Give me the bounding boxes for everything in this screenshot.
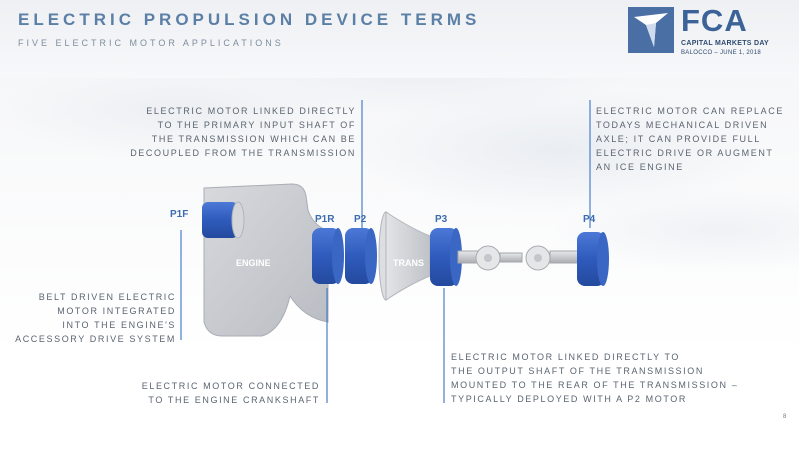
p3-motor — [430, 228, 462, 286]
note-p1f: BELT DRIVEN ELECTRIC MOTOR INTEGRATED IN… — [15, 292, 176, 344]
callout-lines — [180, 100, 591, 403]
logo-event: CAPITAL MARKETS DAY — [681, 40, 770, 47]
p4-motor — [577, 232, 609, 286]
drive-shaft — [457, 245, 579, 271]
p1r-motor — [312, 228, 344, 284]
logo-location-date: BALOCCO – JUNE 1, 2018 — [681, 50, 761, 56]
page-title: ELECTRIC PROPULSION DEVICE TERMS — [18, 10, 481, 29]
page-subtitle: FIVE ELECTRIC MOTOR APPLICATIONS — [18, 38, 284, 48]
label-p2: P2 — [354, 214, 367, 225]
label-engine: ENGINE — [236, 258, 271, 268]
fca-logo-icon — [628, 7, 674, 53]
p1f-motor — [202, 201, 245, 239]
note-p1r: ELECTRIC MOTOR CONNECTED TO THE ENGINE C… — [141, 381, 320, 405]
transmission-housing — [378, 211, 431, 301]
logo-brand: FCA — [681, 3, 748, 38]
label-p1f: P1F — [170, 209, 189, 220]
label-p3: P3 — [435, 214, 448, 225]
page-number: 8 — [783, 414, 787, 420]
note-p1r-p2: ELECTRIC MOTOR LINKED DIRECTLY TO THE PR… — [130, 106, 356, 158]
label-p1r: P1R — [315, 214, 335, 225]
label-trans: TRANS — [393, 258, 424, 268]
label-p4: P4 — [583, 214, 596, 225]
note-p3: ELECTRIC MOTOR LINKED DIRECTLY TO THE OU… — [451, 352, 739, 404]
p2-motor — [345, 228, 377, 284]
note-p4: ELECTRIC MOTOR CAN REPLACE TODAYS MECHAN… — [596, 106, 784, 172]
